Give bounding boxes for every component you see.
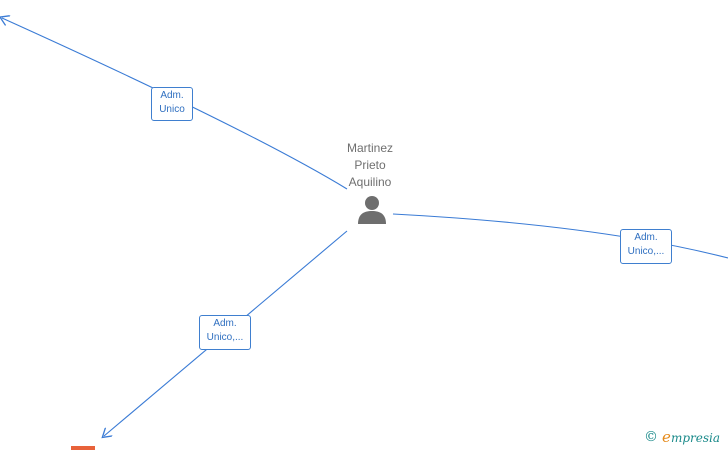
edge-label-line-2: Unico <box>159 104 185 115</box>
edge-label-line-2: Unico,... <box>627 246 665 257</box>
edge-right <box>392 213 728 259</box>
edge-label-top-left[interactable]: Adm. Unico <box>151 87 193 121</box>
edge-label-line-1: Adm. <box>634 232 658 243</box>
edge-label-right[interactable]: Adm. Unico,... <box>620 229 672 264</box>
brand-logo: © empresia <box>644 428 720 446</box>
edge-top-left <box>2 18 348 190</box>
edge-label-line-2: Unico,... <box>206 332 244 343</box>
brand-name: mpresia <box>670 431 720 445</box>
copyright-icon: © <box>644 429 659 445</box>
person-name-line-1: Martinez <box>346 141 393 155</box>
person-icon[interactable] <box>356 195 388 225</box>
person-name[interactable]: Martinez Prieto Aquilino <box>330 140 410 191</box>
company-node[interactable] <box>71 446 95 450</box>
edge-label-bottom-left[interactable]: Adm. Unico,... <box>199 315 251 350</box>
brand-initial: e <box>662 428 671 446</box>
edge-label-line-1: Adm. <box>160 90 184 101</box>
edge-label-line-1: Adm. <box>213 318 237 329</box>
person-name-line-3: Aquilino <box>348 175 392 189</box>
person-name-line-2: Prieto <box>354 158 386 172</box>
